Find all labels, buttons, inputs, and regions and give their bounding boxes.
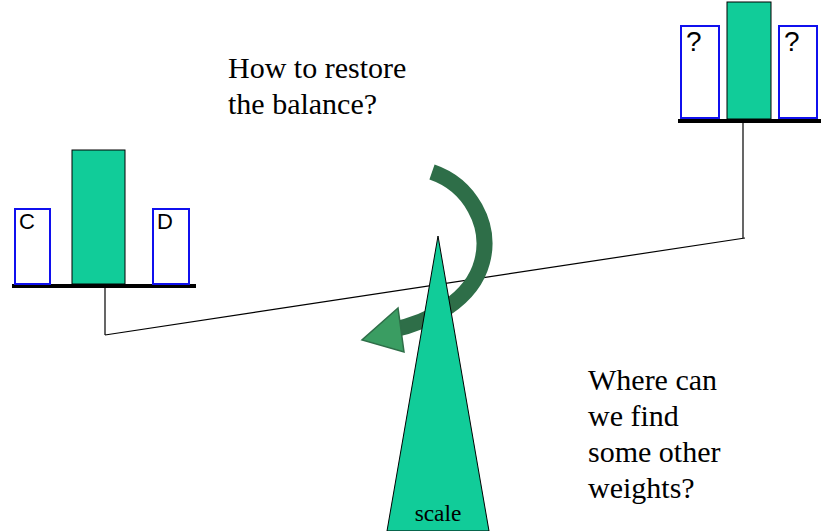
- triangle-shape: [387, 236, 489, 531]
- arrow-head: [362, 308, 404, 352]
- weight-box: ?: [778, 25, 818, 119]
- weight-label: ?: [682, 27, 718, 58]
- weight-block: [727, 2, 771, 119]
- weight-label: D: [154, 210, 188, 234]
- weight-block: [72, 150, 125, 284]
- pan-stem: [742, 123, 743, 238]
- triangle-outline: [386, 235, 490, 531]
- question-text: How to restore the balance?: [228, 50, 433, 122]
- weight-box: D: [152, 208, 190, 285]
- question-text: Where can we find some other weights?: [588, 362, 748, 506]
- scale-label: scale: [386, 502, 490, 525]
- right-pan: [678, 119, 821, 123]
- pan-stem: [104, 286, 105, 335]
- weight-label: ?: [780, 27, 816, 58]
- fulcrum-triangle: scale: [386, 235, 490, 531]
- weight-label: C: [16, 210, 49, 234]
- weight-box: ?: [680, 25, 720, 119]
- weight-box: C: [14, 208, 51, 285]
